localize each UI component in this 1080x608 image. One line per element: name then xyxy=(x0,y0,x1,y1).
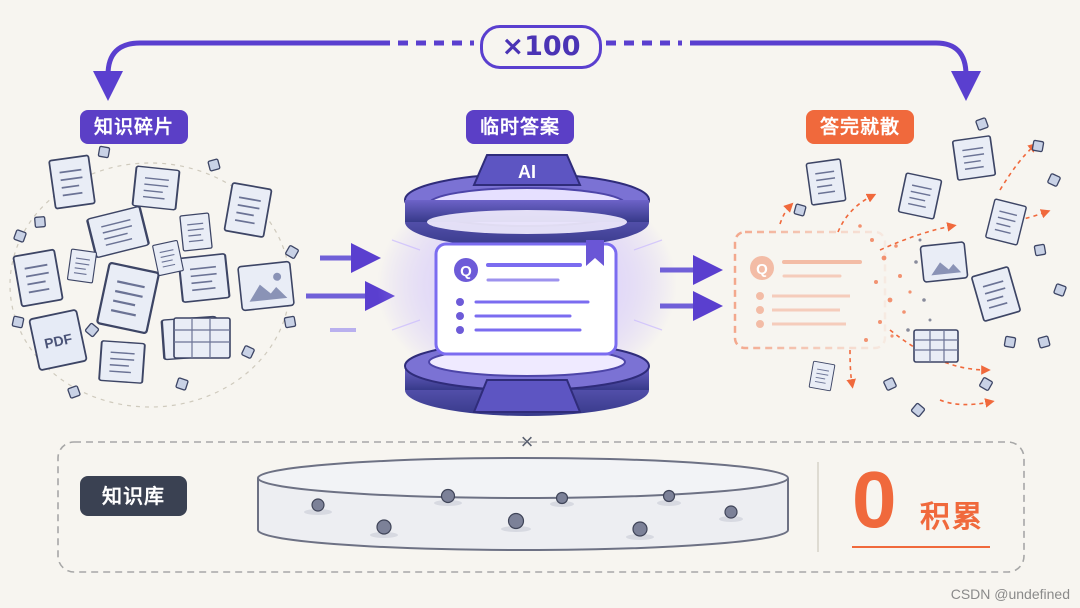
pdf-document-icon: PDF xyxy=(28,309,88,371)
accumulation-label: 积累 xyxy=(920,500,984,535)
ai-top-ring: AI xyxy=(404,154,650,248)
image-document-icon xyxy=(237,260,295,312)
scattered-knowledge-dots xyxy=(304,488,743,540)
outflow-arrows xyxy=(660,255,723,321)
zero-count: 0 xyxy=(852,455,897,544)
stage-label-fragments: 知识碎片 xyxy=(80,110,189,144)
stage-label-dissipate: 答完就散 xyxy=(806,110,915,144)
answer-card: Q xyxy=(434,240,618,356)
ghost-question-icon: Q xyxy=(756,261,768,278)
ai-device: AI Q xyxy=(377,154,677,416)
knowledge-base-panel: × xyxy=(57,429,1025,573)
question-icon: Q xyxy=(460,263,472,280)
ai-label: AI xyxy=(518,162,536,182)
spreadsheet-document-icon xyxy=(173,317,231,359)
watermark: CSDN @undefined xyxy=(950,586,1070,602)
stage-label-temporary-answer: 临时答案 xyxy=(466,110,575,144)
knowledge-fragments-cloud: PDF xyxy=(9,145,300,408)
dissipating-answer: Q xyxy=(733,116,1068,418)
svg-text:PDF: PDF xyxy=(43,330,74,352)
loop-arrow xyxy=(93,40,981,101)
multiplier-badge: ×100 xyxy=(480,25,602,69)
connection-break-icon: × xyxy=(521,429,534,454)
inflow-arrows xyxy=(306,243,395,332)
knowledge-base-label: 知识库 xyxy=(80,476,187,516)
empty-knowledge-container xyxy=(257,457,789,551)
